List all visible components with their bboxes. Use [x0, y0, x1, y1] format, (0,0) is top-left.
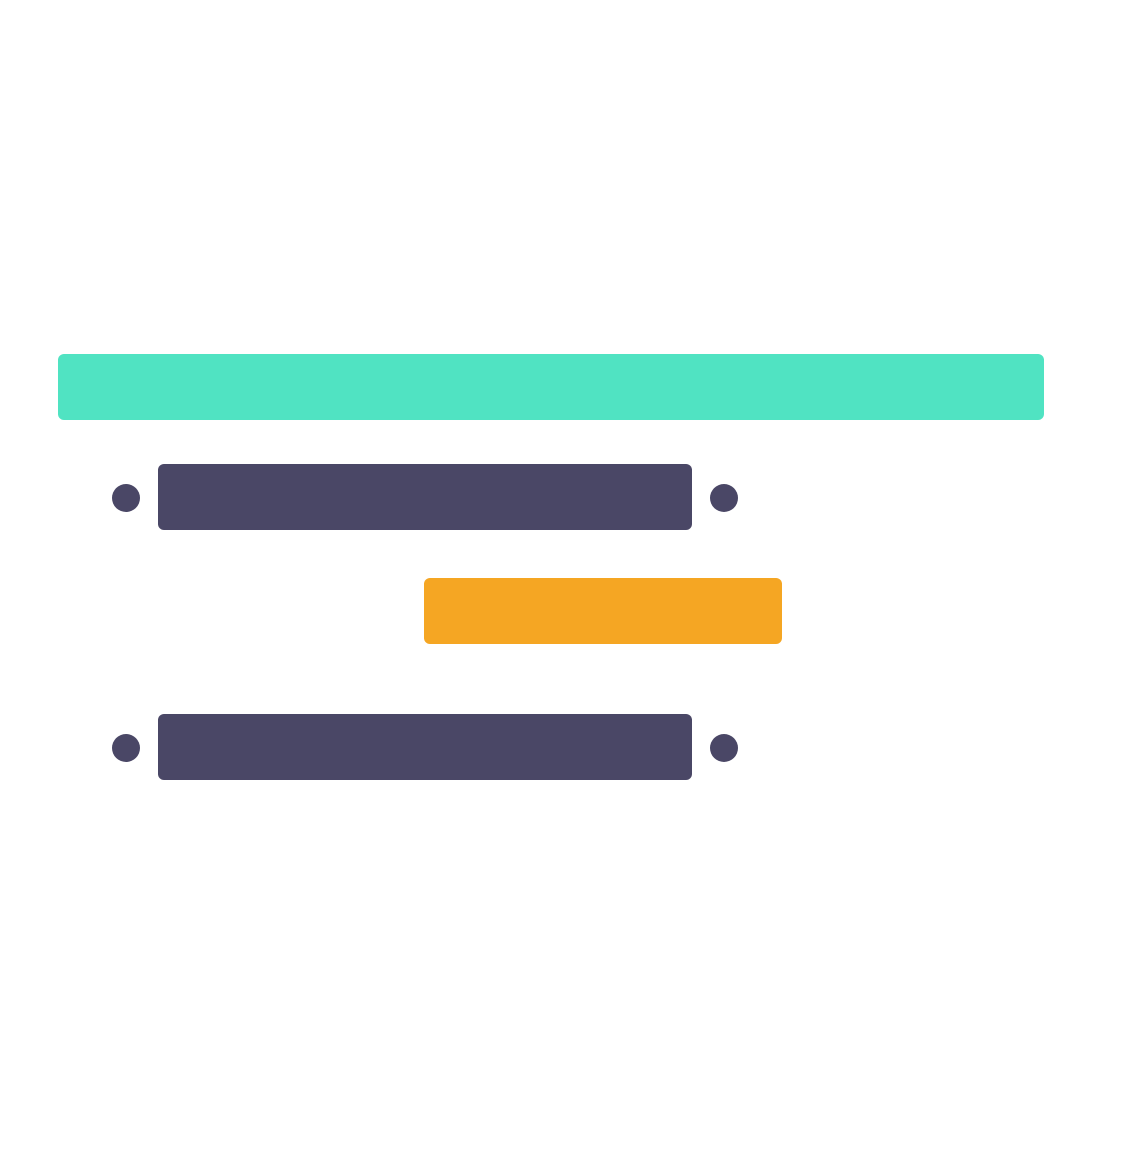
row-2-right-bullet	[710, 734, 738, 762]
row-1-left-bullet	[112, 484, 140, 512]
row-1-bar	[158, 464, 692, 530]
accent-bar	[424, 578, 782, 644]
row-1-right-bullet	[710, 484, 738, 512]
header-bar	[58, 354, 1044, 420]
row-2-left-bullet	[112, 734, 140, 762]
row-2-bar	[158, 714, 692, 780]
